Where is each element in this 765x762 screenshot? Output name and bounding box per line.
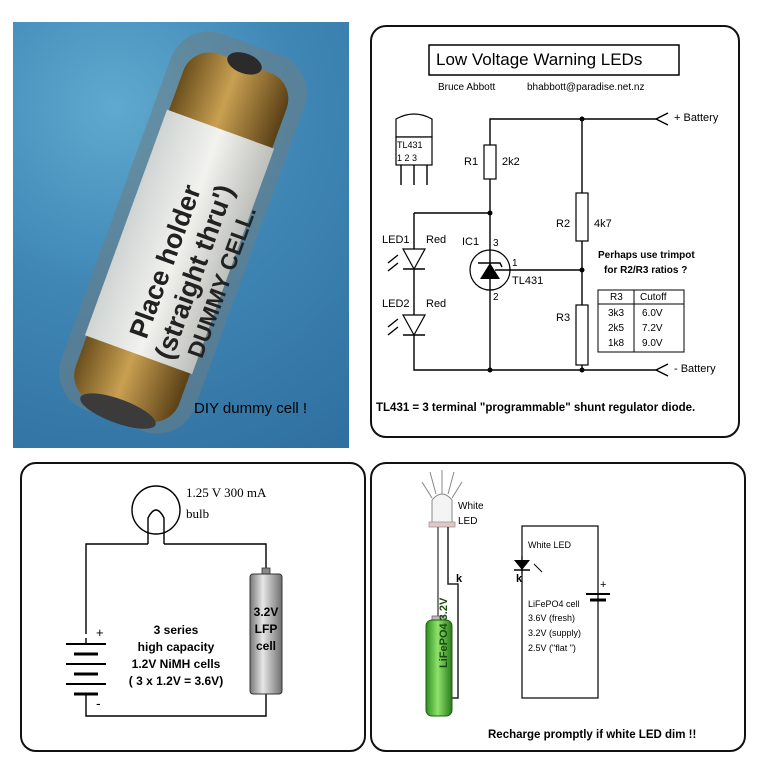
tl431-footer: TL431 = 3 terminal "programmable" shunt …: [376, 402, 696, 414]
bulb-test-panel: 1.25 V 300 mA bulb + - 3 series high cap…: [20, 462, 366, 752]
circuit-author: Bruce Abbott: [438, 82, 496, 93]
photo-graphic: [59, 31, 307, 434]
box-fresh-voltage: 3.6V (fresh): [528, 613, 576, 623]
tl431-package-label: TL431: [397, 140, 423, 150]
led1-color: Red: [426, 234, 447, 246]
r3-label: R3: [556, 312, 571, 324]
lfp-line-2: LFP: [254, 622, 278, 636]
ic1-pin3: 3: [493, 238, 499, 249]
photo-caption: DIY dummy cell !: [194, 400, 308, 417]
table-cell: 3k3: [608, 308, 625, 319]
white-led-label-2: LED: [458, 516, 478, 527]
ic1-pin2: 2: [493, 292, 499, 303]
ic1-label: IC1: [462, 236, 480, 248]
cells-line-1: 3 series: [153, 623, 199, 637]
lifepo4-cell-label: LiFePO4 3.2V: [438, 597, 450, 668]
box-supply-voltage: 3.2V (supply): [528, 628, 582, 638]
cells-minus: -: [96, 695, 101, 711]
cells-line-2: high capacity: [137, 640, 215, 654]
table-cell: 7.2V: [642, 323, 663, 334]
circuit-email: bhabbott@paradise.net.nz: [527, 82, 645, 93]
table-cell: 9.0V: [642, 338, 663, 349]
cells-plus: +: [96, 625, 104, 640]
trimpot-note-2: for R2/R3 ratios ?: [604, 265, 688, 276]
nimh-cells-text: 3 series high capacity 1.2V NiMH cells (…: [106, 622, 246, 690]
circuit-title: Low Voltage Warning LEDs: [436, 50, 643, 69]
box-cathode-label: k: [516, 573, 523, 585]
lfp-line-1: 3.2V: [253, 605, 279, 619]
box-cell-title: LiFePO4 cell: [528, 599, 580, 609]
bulb-rating: 1.25 V 300 mA: [186, 485, 267, 500]
table-cell: 6.0V: [642, 308, 663, 319]
lfp-cell-text: 3.2V LFP cell: [250, 604, 282, 655]
led2-color: Red: [426, 298, 447, 310]
circuit-schematic: [387, 44, 685, 377]
bulb-label: bulb: [186, 506, 210, 521]
box-flat-voltage: 2.5V ("flat "): [528, 643, 576, 653]
recharge-footer: Recharge promptly if white LED dim !!: [488, 729, 697, 741]
led1-label: LED1: [382, 234, 410, 246]
battery-plus-label: + Battery: [674, 112, 719, 124]
white-led-test-panel: White LED k LiFePO4 3.2V White LED k + L…: [370, 462, 746, 752]
warning-led-circuit-panel: Low Voltage Warning LEDs Bruce Abbott bh…: [370, 25, 740, 438]
r2-value: 4k7: [594, 218, 612, 230]
white-led-label-1: White: [458, 501, 484, 512]
ic1-part: TL431: [512, 275, 544, 287]
bulb-test-schematic: [66, 485, 283, 717]
r2-label: R2: [556, 218, 571, 230]
tl431-pin-numbers: 1 2 3: [397, 153, 418, 163]
r1-value: 2k2: [502, 156, 520, 168]
r1-label: R1: [464, 156, 479, 168]
table-cell: 2k5: [608, 323, 625, 334]
table-header-r3: R3: [610, 292, 623, 303]
table-header-cutoff: Cutoff: [640, 292, 667, 303]
cells-line-4: ( 3 x 1.2V = 3.6V): [128, 674, 224, 688]
led2-label: LED2: [382, 298, 410, 310]
cathode-label: k: [456, 573, 463, 585]
table-cell: 1k8: [608, 338, 625, 349]
lfp-line-3: cell: [255, 639, 276, 653]
battery-minus-label: - Battery: [674, 363, 716, 375]
box-plus-label: +: [600, 579, 607, 591]
white-led-schematic: [421, 470, 610, 717]
trimpot-note-1: Perhaps use trimpot: [598, 250, 695, 261]
box-led-label: White LED: [528, 540, 572, 550]
dummy-cell-photo: Place holder (straight thru') DUMMY CELL…: [13, 22, 349, 448]
cells-line-3: 1.2V NiMH cells: [131, 657, 221, 671]
ic1-pin1: 1: [512, 258, 518, 269]
